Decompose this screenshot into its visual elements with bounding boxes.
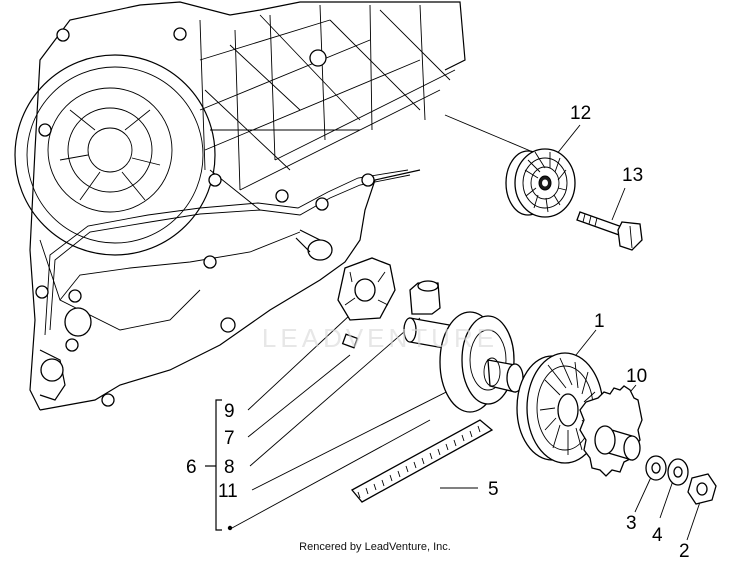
callout-7: 7	[224, 428, 235, 449]
small-key	[341, 333, 359, 349]
pulley-half-with-shaft	[403, 311, 524, 413]
washer-4	[667, 458, 689, 486]
leader-lines	[205, 114, 701, 541]
callout-13: 13	[622, 165, 643, 186]
callout-2: 2	[679, 541, 690, 562]
washer-3	[645, 455, 667, 481]
footer-credit: Rencered by LeadVenture, Inc.	[299, 541, 451, 553]
callout-8: 8	[224, 457, 235, 478]
hex-nut	[687, 473, 717, 505]
callout-9: 9	[224, 401, 235, 422]
crankcase-housing	[14, 1, 466, 411]
callout-1: 1	[594, 311, 605, 332]
bolt	[576, 211, 643, 251]
watermark-text: LEADVENTURE	[262, 323, 498, 353]
gear	[579, 385, 643, 477]
callout-5: 5	[488, 479, 499, 500]
callout-4: 4	[652, 525, 663, 546]
callout-10: 10	[626, 366, 647, 387]
ramp-plate	[337, 257, 396, 321]
spacer-sleeve	[409, 280, 441, 315]
callout-11: 11	[218, 481, 238, 502]
callout-12: 12	[570, 103, 591, 124]
drive-belt	[350, 419, 494, 503]
callout-3: 3	[626, 513, 637, 534]
callout-6: 6	[186, 457, 197, 478]
idler-pulley	[505, 148, 576, 218]
